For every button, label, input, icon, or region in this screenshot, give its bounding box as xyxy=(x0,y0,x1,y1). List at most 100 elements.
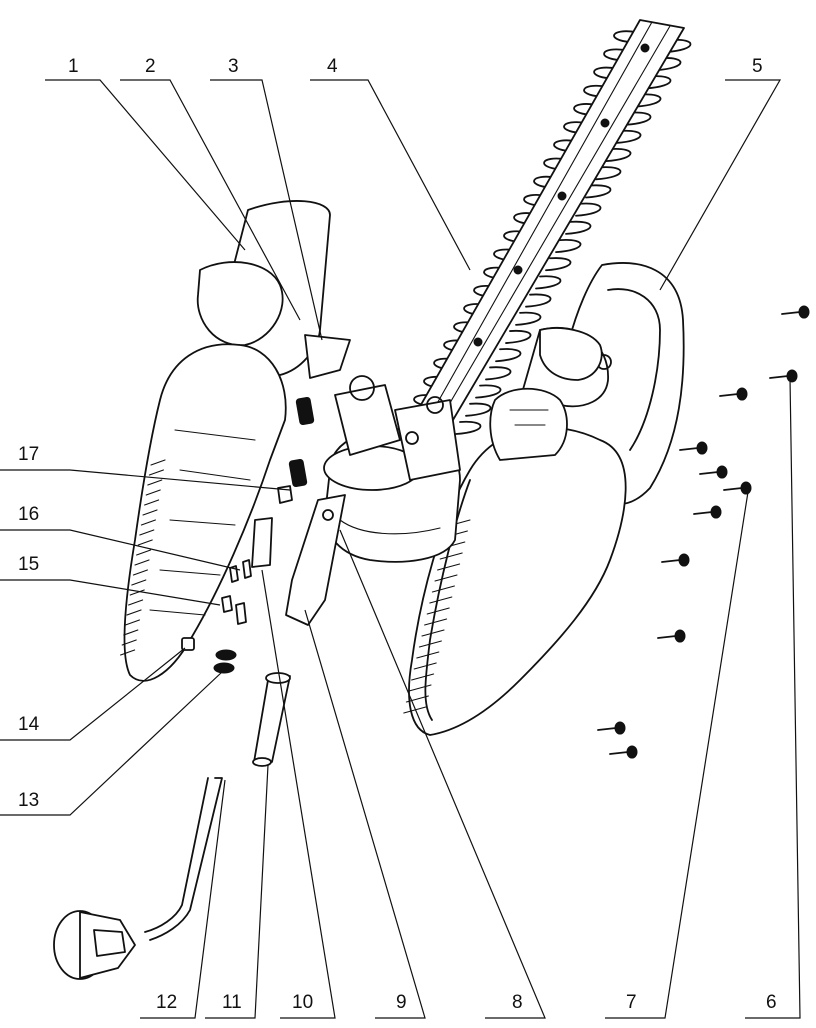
screw-head xyxy=(696,441,708,455)
leader-6 xyxy=(745,377,801,1019)
springs xyxy=(288,396,315,488)
screw-shank xyxy=(597,727,617,731)
leader-1 xyxy=(45,79,246,251)
blade-tooth xyxy=(605,148,632,163)
blade-teeth xyxy=(403,30,692,435)
terminal-pair xyxy=(229,559,252,583)
screw-head xyxy=(736,387,748,401)
leader-5 xyxy=(659,79,782,291)
guard-detail xyxy=(509,409,549,426)
screw-head xyxy=(786,369,798,383)
screw-head xyxy=(614,721,626,735)
vent-slot-left xyxy=(128,599,144,606)
callout-labels: 1 2 3 4 5 6 7 8 9 10 11 12 13 14 15 16 1… xyxy=(18,56,777,1013)
blade-rivet xyxy=(473,337,483,347)
vent-slot-left xyxy=(136,549,152,556)
callout-6: 6 xyxy=(766,992,777,1013)
vent-slot xyxy=(405,695,429,703)
screw-head xyxy=(213,662,235,674)
blade-tooth xyxy=(585,184,612,199)
blade-tooth xyxy=(565,220,592,235)
leader-17 xyxy=(0,469,291,491)
vent-slot xyxy=(411,673,435,681)
vent-slot-left xyxy=(147,479,163,486)
blade-rivet xyxy=(640,43,650,53)
vent-slot-left xyxy=(126,609,142,616)
vent-slot xyxy=(424,618,448,626)
switch-body xyxy=(251,517,273,568)
screw-shank xyxy=(609,751,629,755)
screw-shank xyxy=(719,393,739,397)
cord-inner xyxy=(144,777,209,933)
switch-assembly xyxy=(221,485,293,625)
callout-10: 10 xyxy=(292,992,313,1013)
leader-4 xyxy=(310,79,471,271)
vent-slot-left xyxy=(148,469,164,476)
left-housing-body xyxy=(123,343,287,682)
callout-13: 13 xyxy=(18,790,39,811)
sleeve-body xyxy=(253,675,291,763)
nut xyxy=(181,637,195,651)
blade-tooth xyxy=(595,166,622,181)
brush-holder xyxy=(334,384,401,456)
leader-8 xyxy=(339,529,546,1019)
cable-clamp-lever xyxy=(285,494,346,626)
cord-outer xyxy=(149,777,223,941)
screw-head xyxy=(716,465,728,479)
vent-slot-left xyxy=(124,619,140,626)
callout-9: 9 xyxy=(396,992,407,1013)
vent-slot-left xyxy=(120,649,136,656)
callout-12: 12 xyxy=(156,992,177,1013)
vent-slot xyxy=(421,629,445,637)
clamp-pivot xyxy=(322,509,334,521)
blade-tooth xyxy=(525,293,552,308)
vent-slot xyxy=(431,585,455,593)
vent-slot-left xyxy=(123,629,139,636)
vent-slot-left xyxy=(139,529,155,536)
vent-slot xyxy=(403,706,427,714)
vent-slot xyxy=(437,563,461,571)
vent-slot-left xyxy=(132,569,148,576)
screw-shank xyxy=(769,375,789,379)
plug-contacts xyxy=(93,929,126,957)
blade-guard-boss xyxy=(489,387,568,461)
blade-tooth xyxy=(485,366,512,381)
callout-4: 4 xyxy=(327,56,338,77)
screw-shank xyxy=(679,447,699,451)
vent-slot xyxy=(426,607,450,615)
callout-11: 11 xyxy=(222,992,242,1013)
blade-tooth xyxy=(515,311,542,326)
motor-gearbox xyxy=(323,375,461,563)
leader-13 xyxy=(0,671,223,816)
blade-edge-line xyxy=(429,21,653,417)
leader-7 xyxy=(605,491,749,1019)
gear-block xyxy=(394,399,461,481)
blade-rivet xyxy=(557,191,567,201)
vent-slot xyxy=(418,640,442,648)
front-grip xyxy=(196,261,284,346)
vent-slot-left xyxy=(121,639,137,646)
leader-15 xyxy=(0,579,221,606)
blade-assembly xyxy=(403,19,692,435)
screw-shank xyxy=(657,635,677,639)
blade-tooth xyxy=(555,239,582,253)
screw-shank xyxy=(661,559,681,563)
cable-sleeve xyxy=(252,672,291,767)
vent-slot xyxy=(408,684,432,692)
screw-head xyxy=(215,649,237,661)
vent-slot xyxy=(434,574,458,582)
vent-slot-left xyxy=(129,589,145,596)
blade-edge-line xyxy=(439,25,671,421)
leader-3 xyxy=(210,79,323,341)
handle-knob xyxy=(539,327,603,381)
housing-ribs xyxy=(149,429,256,616)
blade-tooth xyxy=(545,257,572,272)
housing-vents-left xyxy=(120,459,166,656)
leader-12 xyxy=(140,779,226,1019)
screw-shank xyxy=(693,511,713,515)
callout-14: 14 xyxy=(18,714,40,735)
vent-slot-left xyxy=(134,559,150,566)
callout-16: 16 xyxy=(18,504,39,525)
terminal-pair xyxy=(221,595,247,625)
